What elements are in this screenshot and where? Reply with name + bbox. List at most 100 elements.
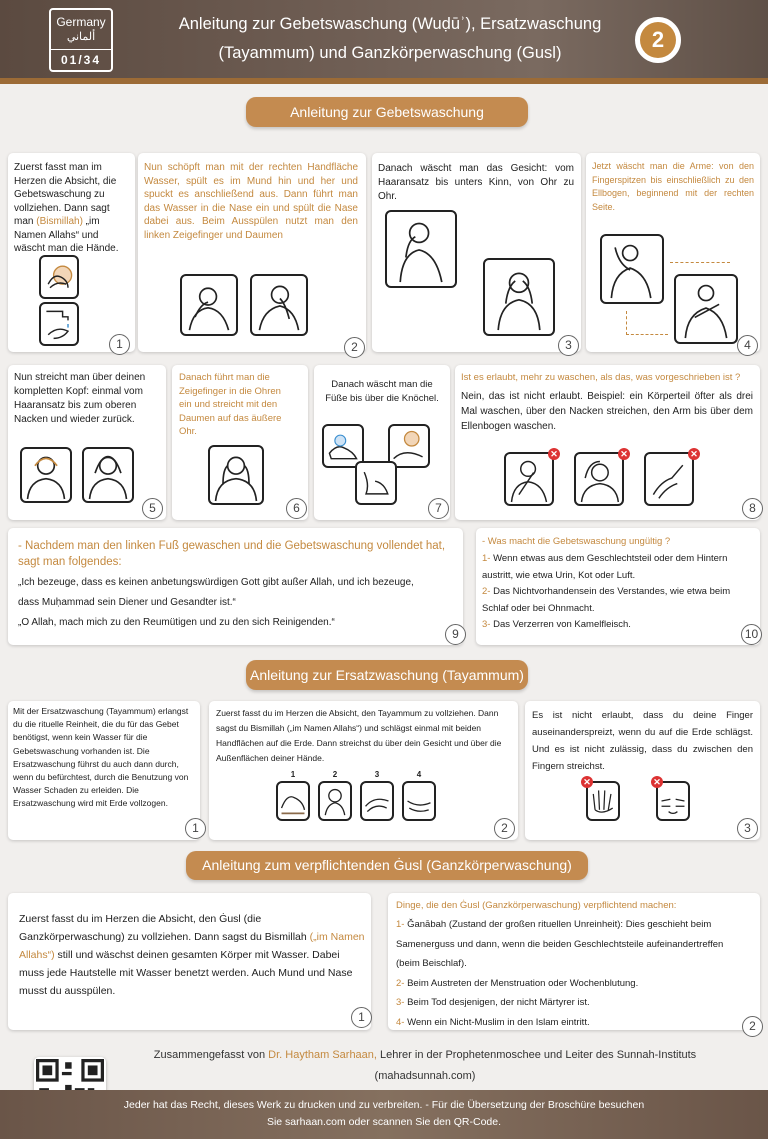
wudu-step-6-text: Danach führt man die Zeigefinger in die … <box>179 372 282 437</box>
wudu-step-2: Nun schöpft man mit der rechten Handfläc… <box>138 153 366 358</box>
list-item: 3- Beim Tod desjenigen, der nicht Märtyr… <box>396 993 748 1013</box>
forbidden-icon: ✕ <box>548 448 560 460</box>
wudu-step-5: Nun streicht man über deinen kompletten … <box>8 365 166 520</box>
step-number: 7 <box>428 498 449 519</box>
country-badge: Germany ألماني 01/34 <box>49 8 113 72</box>
hand-washing-icon <box>39 255 79 299</box>
text-part: Zuerst fasst du im Herzen die Absicht, d… <box>19 913 310 943</box>
arm-washing-figure-a <box>600 234 664 304</box>
item-number: 1- <box>482 553 491 564</box>
credit-site: (mahadsunnah.com) <box>374 1070 476 1082</box>
country-name: Germany <box>56 15 106 29</box>
direction-arrow-icon <box>626 311 668 335</box>
item-number: 3- <box>482 619 491 630</box>
wudu-step-6: Danach führt man die Zeigefinger in die … <box>172 365 308 520</box>
tayammum-step-3: Es ist nicht erlaubt, dass du deine Fing… <box>525 701 760 840</box>
direction-arrow-icon <box>670 262 730 263</box>
step-number: 8 <box>742 498 763 519</box>
wudu-step-1-text: Zuerst fasst man im Herzen die Absicht, … <box>14 161 130 256</box>
item-text: Wenn etwas aus dem Geschlechtsteil oder … <box>482 553 728 581</box>
footer-line: Sie sarhaan.com oder scannen Sie den QR-… <box>266 1116 502 1128</box>
wudu-step-1: Zuerst fasst man im Herzen die Absicht, … <box>8 153 135 355</box>
forbidden-example-neck <box>504 452 554 506</box>
item-text: Beim Austreten der Menstruation oder Woc… <box>407 977 639 989</box>
dua-text: „Ich bezeuge, dass es keinen anbetungswü… <box>18 573 458 633</box>
tayammum-step-2: Zuerst fasst du im Herzen die Absicht, d… <box>209 701 518 840</box>
gusl-obligations-heading: Dinge, die den Ġusl (Ganzkörperwaschung)… <box>396 900 677 911</box>
nose-rinse-figure <box>250 274 308 336</box>
section-title-wudu: Anleitung zur Gebetswaschung <box>246 97 528 127</box>
wudu-step-9-dua: - Nachdem man den linken Fuß gewaschen u… <box>8 528 466 645</box>
text-part: still und wäschst deinen gesamten Körper… <box>19 949 353 997</box>
section-title-tayammum: Anleitung zur Ersatzwaschung (Tayammum) <box>246 660 528 690</box>
author-credit: Zusammengefasst von Dr. Haytham Sarhaan,… <box>120 1045 730 1087</box>
head-wipe-figure-b <box>82 447 134 503</box>
wipe-hand-icon-a <box>360 781 394 821</box>
step-number: 1 <box>109 334 130 355</box>
dua-heading: - Nachdem man den linken Fuß gewaschen u… <box>18 540 446 568</box>
item-text: Wenn ein Nicht-Muslim in den Islam eintr… <box>407 1016 590 1028</box>
forbidden-icon: ✕ <box>581 776 593 788</box>
wipe-hand-icon-b <box>402 781 436 821</box>
invalidators-list: 1- Wenn etwas aus dem Geschlechtsteil od… <box>482 551 754 634</box>
item-text: Beim Tod desjenigen, der nicht Märtyrer … <box>407 997 590 1008</box>
bismillah-highlight: („im Namen Allahs“) <box>19 931 365 961</box>
water-tap-icon <box>39 302 79 346</box>
list-item: 2- Das Nichtvorhandensein des Verstandes… <box>482 584 754 617</box>
text-part: Zusammengefasst von <box>153 1049 269 1061</box>
wudu-step-3: Danach wäscht man das Gesicht: vom Haara… <box>372 153 581 356</box>
forbidden-between-fingers-icon <box>656 781 690 821</box>
tayammum-step-3-text: Es ist nicht erlaubt, dass du deine Fing… <box>532 710 753 772</box>
page-title-line2: (Tayammum) und Ganzkörperwaschung (Gusl) <box>218 44 562 62</box>
gusl-obligations-list: 1- Ǧanābah (Zustand der großen rituellen… <box>396 915 748 1032</box>
booklet-code: 01/34 <box>51 49 111 70</box>
step-number: 1 <box>185 818 206 839</box>
forbidden-icon: ✕ <box>618 448 630 460</box>
item-number: 1- <box>396 919 405 930</box>
face-washing-figure-a <box>385 210 457 288</box>
forbidden-icon: ✕ <box>688 448 700 460</box>
wudu-invalidators: - Was macht die Gebetswaschung ungültig … <box>476 528 762 645</box>
step-number: 5 <box>142 498 163 519</box>
step-number: 2 <box>742 1016 763 1037</box>
text-part: Zuerst fasst man im Herzen die Absicht, … <box>14 162 117 227</box>
wudu-step-8-heading: Ist es erlaubt, mehr zu waschen, als das… <box>461 372 741 383</box>
author-name: Dr. Haytham Sarhaan, <box>268 1049 377 1061</box>
list-item: 3- Das Verzerren von Kamelfleisch. <box>482 617 754 634</box>
wudu-step-8-text: Nein, das ist nicht erlaubt. Beispiel: e… <box>461 391 753 432</box>
tayammum-step-1: Mit der Ersatzwaschung (Tayammum) erlang… <box>8 701 206 840</box>
step-number: 2 <box>344 337 365 358</box>
section-title-gusl: Anleitung zum verpflichtenden Ġusl (Ganz… <box>186 851 588 880</box>
step-number: 9 <box>445 624 466 645</box>
foot-washing-icon-c <box>355 461 397 505</box>
wudu-step-5-text: Nun streicht man über deinen kompletten … <box>14 372 146 425</box>
dua-line: dass Muḥammad sein Diener und Gesandter … <box>18 597 236 608</box>
dua-line: „O Allah, mach mich zu den Reumütigen un… <box>18 617 335 628</box>
text-part: Lehrer in der Prophetenmoschee und Leite… <box>376 1049 697 1061</box>
gusl-step-1-text: Zuerst fasst du im Herzen die Absicht, d… <box>19 910 365 1000</box>
item-number: 2- <box>482 586 491 597</box>
page-title: Anleitung zur Gebetswaschung (Wuḍūʾ), Er… <box>150 10 630 68</box>
step-number: 6 <box>286 498 307 519</box>
wipe-face-icon <box>318 781 352 821</box>
header-bar: Germany ألماني 01/34 Anleitung zur Gebet… <box>0 0 768 84</box>
item-number: 3- <box>396 997 405 1008</box>
item-number: 4- <box>396 1016 405 1028</box>
item-text: Das Verzerren von Kamelfleisch. <box>493 619 631 630</box>
list-item: 4- Wenn ein Nicht-Muslim in den Islam ei… <box>396 1013 748 1033</box>
step-number: 3 <box>558 335 579 356</box>
wudu-step-2-text: Nun schöpft man mit der rechten Handfläc… <box>144 162 358 241</box>
tayammum-step-label: 1 <box>290 770 296 779</box>
item-text: Ǧanābah (Zustand der großen rituellen Un… <box>396 919 724 969</box>
page-number: 2 <box>640 22 676 58</box>
list-item: 1- Ǧanābah (Zustand der großen rituellen… <box>396 915 748 974</box>
list-item: 1- Wenn etwas aus dem Geschlechtsteil od… <box>482 551 754 584</box>
tayammum-step-label: 4 <box>416 770 422 779</box>
tayammum-step-label: 2 <box>332 770 338 779</box>
wudu-step-3-text: Danach wäscht man das Gesicht: vom Haara… <box>378 163 574 202</box>
forbidden-icon: ✕ <box>651 776 663 788</box>
country-name-arabic: ألماني <box>66 31 96 43</box>
foot-washing-icon-b <box>388 424 430 468</box>
step-number: 4 <box>737 335 758 356</box>
page-title-line1: Anleitung zur Gebetswaschung (Wuḍūʾ), Er… <box>178 15 602 33</box>
